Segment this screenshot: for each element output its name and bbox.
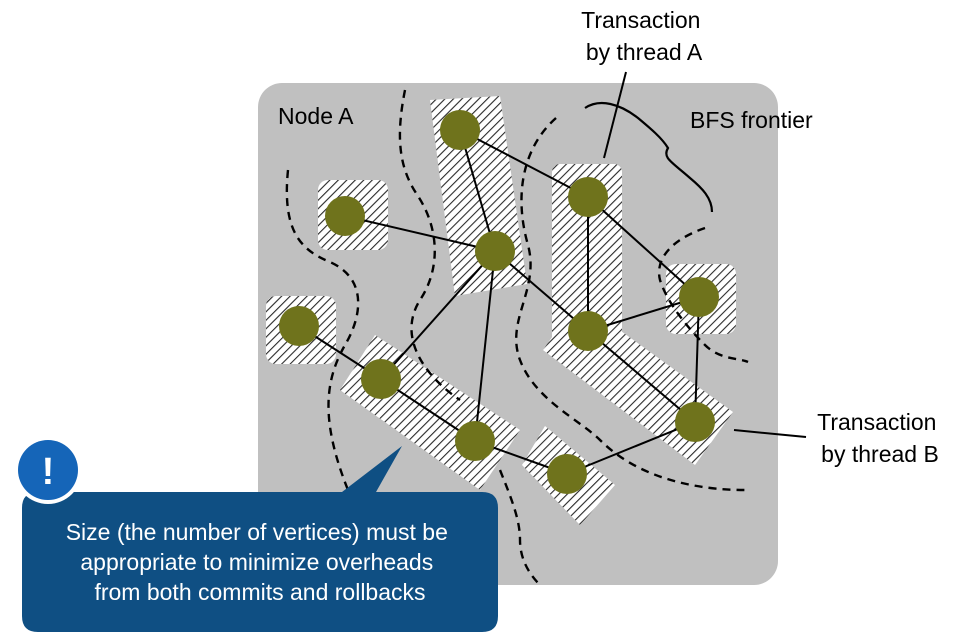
vertex [325, 196, 365, 236]
frontier-boundaries [285, 89, 749, 586]
boundary-line [398, 89, 461, 401]
edge [566, 421, 696, 475]
callout-box [22, 446, 498, 632]
vertex [475, 231, 515, 271]
boundary-line [515, 117, 746, 492]
vertex [568, 177, 608, 217]
edge [587, 330, 696, 423]
edge [474, 250, 496, 442]
edge [459, 129, 589, 198]
transaction-b-line2: by thread B [821, 441, 939, 467]
transaction-b-pointer [733, 429, 807, 438]
transaction-a-line2: by thread A [586, 39, 703, 65]
transaction-a-label: Transaction by thread A [581, 7, 707, 65]
edge [459, 129, 496, 252]
exclamation-icon: ! [14, 436, 82, 504]
vertex [679, 277, 719, 317]
exclamation-icon-fill [18, 440, 78, 500]
exclamation-glyph: ! [42, 451, 55, 493]
bfs-frontier-brace [584, 101, 714, 213]
edge [694, 296, 700, 423]
vertex [547, 454, 587, 494]
vertex [455, 421, 495, 461]
callout-text: Size (the number of vertices) must be ap… [66, 519, 455, 605]
graph-vertices [279, 110, 719, 494]
bfs-frontier-label: BFS frontier [690, 107, 813, 133]
vertex [440, 110, 480, 150]
transaction-a-line1: Transaction [581, 7, 700, 33]
edge [587, 196, 700, 298]
vertex [279, 306, 319, 346]
edge [344, 215, 496, 252]
callout-line: from both commits and rollbacks [94, 579, 425, 605]
node-a-label: Node A [278, 103, 354, 129]
callout-line: Size (the number of vertices) must be [66, 519, 448, 545]
vertex [568, 311, 608, 351]
vertex [361, 359, 401, 399]
transaction-b-line1: Transaction [817, 409, 936, 435]
boundary-line [498, 469, 541, 586]
edge [494, 250, 589, 332]
edge [380, 250, 496, 380]
boundary-line [285, 169, 360, 491]
vertex [675, 402, 715, 442]
transaction-b-label: Transaction by thread B [817, 409, 943, 467]
callout-line: appropriate to minimize overheads [80, 549, 433, 575]
transaction-a-pointer [603, 71, 627, 159]
